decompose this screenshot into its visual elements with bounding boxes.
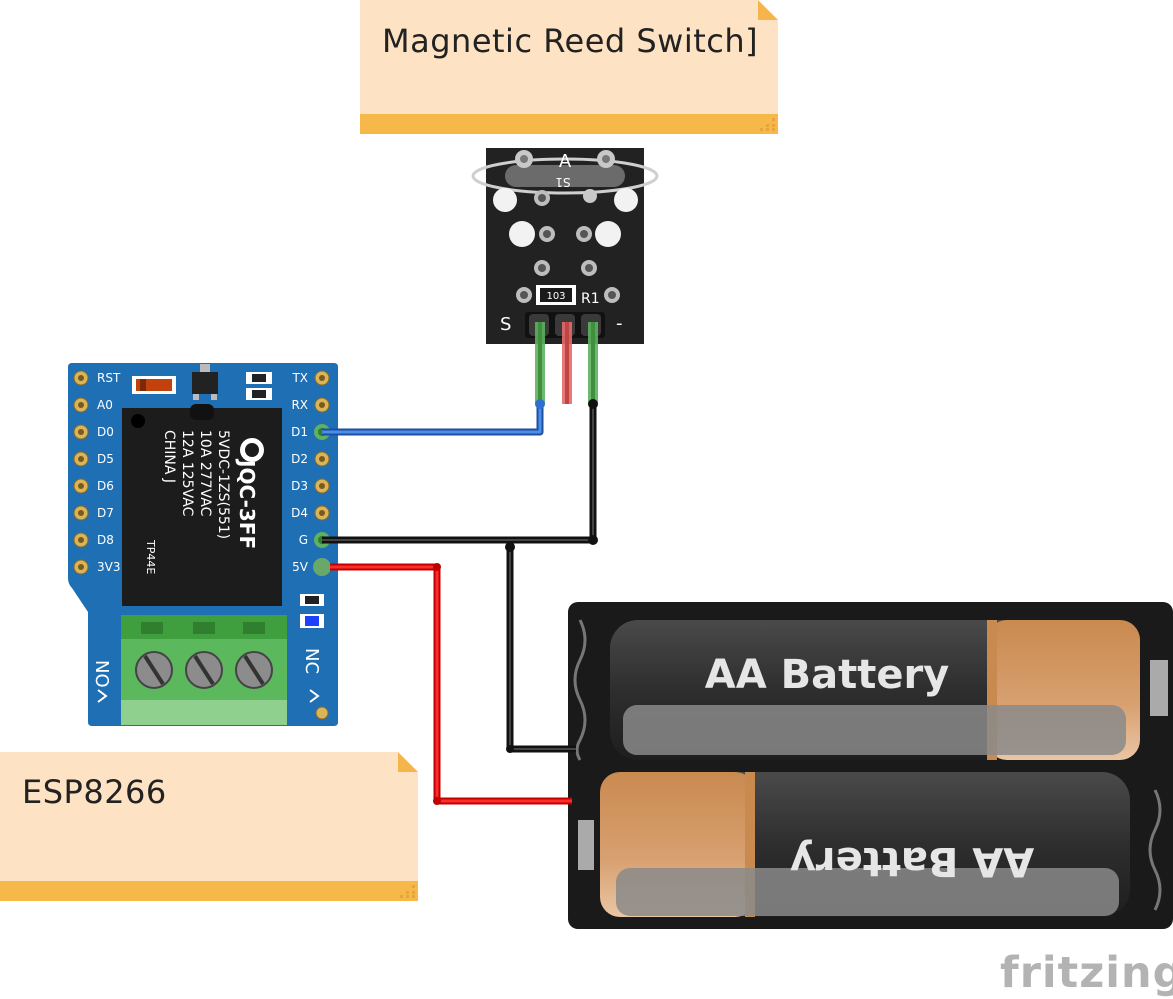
resistor-ref: R1 <box>581 291 600 307</box>
relay-line-2: 12A 125VAC <box>179 430 195 517</box>
relay-line-0: 5VDC-1ZS(551) <box>215 430 231 539</box>
pin-label-left-0: RST <box>97 371 121 385</box>
pin-label-left-3: D5 <box>97 452 114 466</box>
pin-label-left-6: D8 <box>97 533 114 547</box>
pin-label-right-2: D1 <box>291 425 308 439</box>
pin-label-ground: - <box>616 313 623 334</box>
pin-label-right-0: TX <box>291 371 308 385</box>
note-reed-switch-text: Magnetic Reed Switch] <box>382 22 759 60</box>
resistor-code: 103 <box>546 291 565 302</box>
switch-ref: S1 <box>555 175 570 189</box>
wire-power-5v[interactable] <box>330 563 572 805</box>
pin-label-right-6: G <box>299 533 308 547</box>
relay-line-3: CHINA J <box>161 430 177 483</box>
pin-label-signal: S <box>500 314 511 335</box>
relay: JQC-3FF 5VDC-1ZS(551) 10A 277VAC 12A 125… <box>122 404 282 606</box>
battery-cell-bottom: AA Battery <box>600 772 1130 917</box>
right-pin-holes <box>314 370 330 720</box>
reed-switch-module[interactable]: 103 R1 A S1 S - <box>471 148 659 344</box>
screw-terminal <box>121 615 287 725</box>
transistor <box>192 364 218 400</box>
note-reed-switch[interactable] <box>360 0 778 134</box>
battery-label-top: AA Battery <box>705 652 950 698</box>
screw-3 <box>235 651 273 689</box>
pin-label-right-3: D2 <box>291 452 308 466</box>
relay-code: TP44E <box>144 539 157 574</box>
screw-2 <box>185 651 223 689</box>
screw-1 <box>135 651 173 689</box>
battery-label-bottom: AA Battery <box>790 838 1035 884</box>
pin-label-right-4: D3 <box>291 479 308 493</box>
wire-signal-d1[interactable] <box>322 404 544 436</box>
wire-ground[interactable] <box>322 404 598 753</box>
resistor-r1: 103 <box>536 285 576 305</box>
battery-cell-top: AA Battery <box>610 620 1140 760</box>
terminal-nc-label: NC <box>301 648 322 674</box>
relay-line-1: 10A 277VAC <box>197 430 213 517</box>
pin-label-left-7: 3V3 <box>97 560 120 574</box>
pin-label-left-1: A0 <box>97 398 113 412</box>
switch-label: A <box>559 151 572 172</box>
diode <box>132 376 176 394</box>
pin-label-right-5: D4 <box>291 506 308 520</box>
esp8266-board[interactable]: RST A0 D0 D5 D6 D7 D8 3V3 TX RX D1 D2 D3… <box>68 363 338 726</box>
pin-label-left-4: D6 <box>97 479 114 493</box>
note-esp8266-text: ESP8266 <box>22 773 167 811</box>
battery-holder[interactable]: AA Battery AA Battery <box>568 602 1173 929</box>
pin-5v[interactable] <box>313 558 331 576</box>
pin-label-left-5: D7 <box>97 506 114 520</box>
pin-label-left-2: D0 <box>97 425 114 439</box>
reed-leads <box>535 322 598 404</box>
fritzing-logo: fritzing <box>1000 948 1173 998</box>
pin-label-right-1: RX <box>291 398 308 412</box>
pin-label-right-7: 5V <box>292 560 309 574</box>
smd-pads-top <box>246 372 272 400</box>
terminal-no-label: NO <box>91 660 112 688</box>
smd-pads-right <box>300 594 324 628</box>
relay-brand: JQC-3FF <box>235 458 259 549</box>
note-esp8266[interactable] <box>0 752 418 901</box>
